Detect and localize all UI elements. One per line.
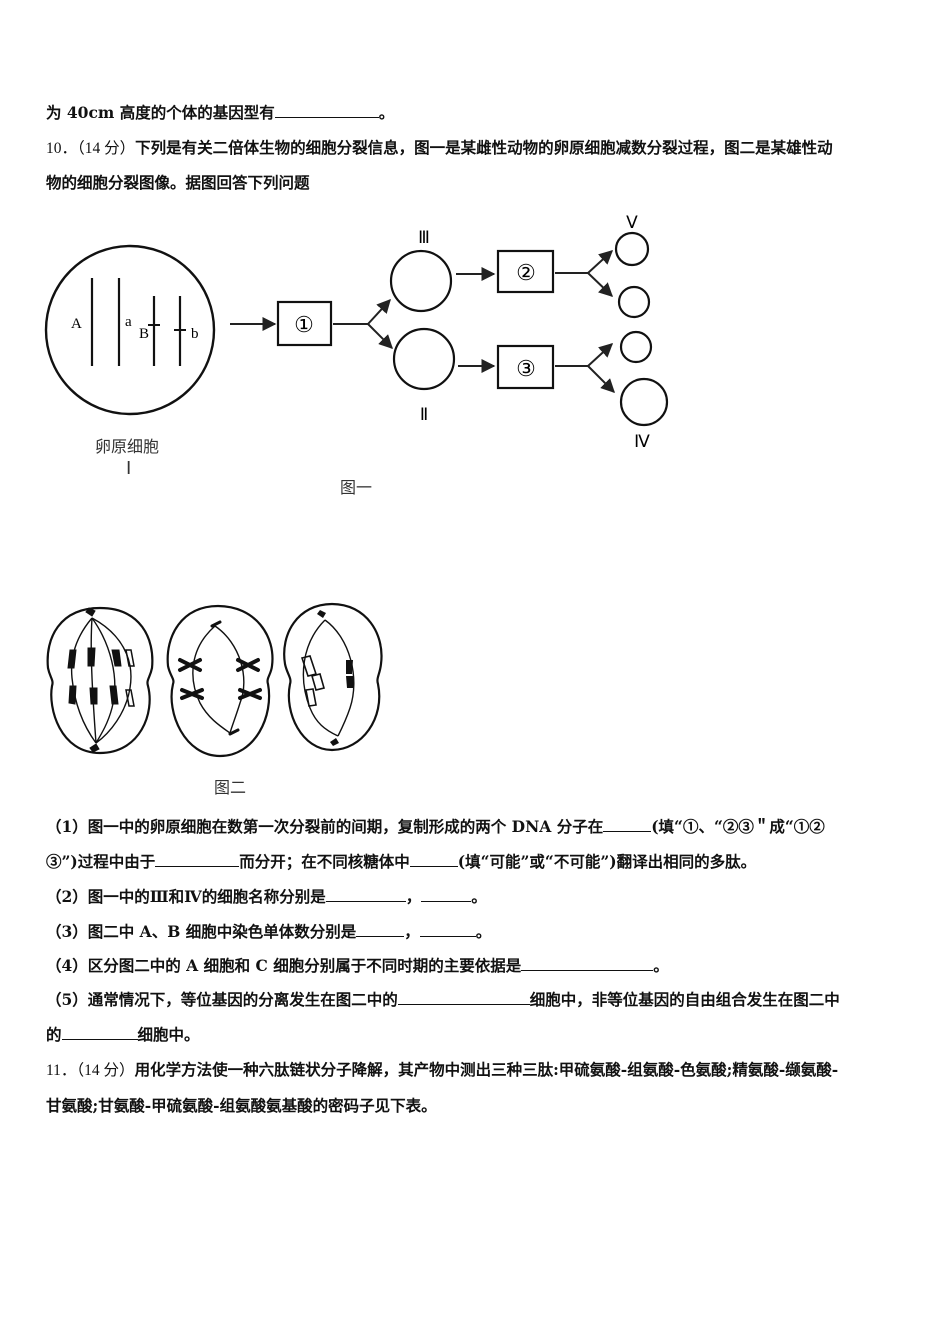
answer-blank[interactable]	[155, 852, 240, 867]
step-1-label: ①	[294, 312, 314, 337]
oogonium-cell	[44, 244, 216, 416]
gene-b: b	[191, 326, 199, 342]
figure-two-caption: 图二	[214, 778, 247, 797]
sub4-line: （4）区分图二中的 A 细胞和 C 细胞分别属于不同时期的主要依据是 。	[46, 956, 906, 976]
step-3-label: ③	[516, 356, 536, 381]
q11-stem-1: 用化学方法使一种六肽链状分子降解，其产物中测出三种三肽:甲硫氨酸-组氨酸-色氨酸…	[134, 1060, 839, 1079]
sub1-text-a: （1）图一中的卵原细胞在数第一次分裂前的间期，复制形成的两个 DNA 分子在	[46, 817, 604, 836]
cell-C-membrane	[283, 602, 383, 752]
sub3-text-c: 。	[475, 922, 492, 941]
figure-two	[46, 602, 383, 758]
label-II: Ⅱ	[420, 405, 428, 424]
q9-tail-line: 为 40cm 高度的个体的基因型有 。	[46, 103, 906, 123]
sub4-text-a: （4）区分图二中的 A 细胞和 C 细胞分别属于不同时期的主要依据是	[46, 956, 522, 975]
answer-blank[interactable]	[61, 1025, 138, 1040]
chromosome-A1	[67, 649, 77, 669]
sub2-text-a: （2）图一中的Ⅲ和Ⅳ的细胞名称分别是	[46, 887, 326, 906]
step-2-label: ②	[516, 260, 536, 285]
sub5-text-d: 细胞中。	[137, 1025, 200, 1044]
sub2-text-c: 。	[471, 887, 487, 906]
gene-B: B	[139, 326, 149, 342]
q11-line1: 11．（14 分）用化学方法使一种六肽链状分子降解，其产物中测出三种三肽:甲硫氨…	[46, 1060, 906, 1081]
sub1-text-e: (填“可能”或“不可能”)翻译出相同的多肽。	[457, 852, 757, 871]
sub5-text-b: 细胞中，非等位基因的自由组合发生在图二中	[529, 990, 840, 1009]
answer-blank[interactable]	[521, 956, 654, 971]
sub2-text-b: ，	[405, 887, 422, 906]
q11-line2: 甘氨酸;甘氨酸-甲硫氨酸-组氨酸氨基酸的密码子见下表。	[46, 1096, 437, 1115]
q9-tail-end: 。	[378, 103, 395, 122]
sub3-text-b: ，	[404, 922, 420, 941]
cell-IV	[619, 377, 669, 427]
q10-line1: 10．（14 分）下列是有关二倍体生物的细胞分裂信息，图一是某雌性动物的卵原细胞…	[46, 138, 906, 159]
answer-blank[interactable]	[603, 817, 652, 832]
sub3-line: （3）图二中 A、B 细胞中染色单体数分别是 ， 。	[46, 922, 906, 942]
polar-body-1	[617, 285, 651, 319]
sub1-text-c: ③”)过程中由于	[46, 852, 156, 871]
cell-A-membrane	[46, 606, 154, 755]
step-2-box	[496, 249, 555, 294]
label-III: Ⅲ	[418, 228, 430, 247]
sub1-text-b: (填“①、“②③＂成“①②	[651, 817, 825, 836]
cell-V	[614, 231, 650, 267]
q10-line2: 物的细胞分裂图像。据图回答下列问题	[46, 173, 310, 192]
polar-body-2	[619, 330, 653, 364]
q10-number: 10．（14 分）	[46, 140, 136, 157]
gene-a: a	[125, 314, 132, 330]
cell-II	[392, 327, 456, 391]
sub1-text-d: 而分开；在不同核糖体中	[239, 852, 410, 871]
sub2-line: （2）图一中的Ⅲ和Ⅳ的细胞名称分别是 ， 。	[46, 887, 906, 907]
answer-blank[interactable]	[274, 103, 379, 118]
step-3-box	[496, 344, 555, 390]
sub5-text-a: （5）通常情况下，等位基因的分离发生在图二中的	[46, 990, 398, 1009]
label-V: Ⅴ	[626, 213, 638, 232]
chromosome-C1	[300, 655, 318, 677]
answer-blank[interactable]	[397, 990, 530, 1005]
oogonium-roman: Ⅰ	[126, 458, 132, 478]
step-1-box	[276, 300, 333, 347]
gene-A: A	[71, 316, 82, 332]
sub1-line2: ③”)过程中由于 而分开；在不同核糖体中 (填“可能”或“不可能”)翻译出相同的多肽…	[46, 852, 906, 872]
q10-stem-1: 下列是有关二倍体生物的细胞分裂信息，图一是某雌性动物的卵原细胞减数分裂过程，图二…	[135, 138, 833, 157]
cell-III	[389, 249, 453, 313]
sub5-line1: （5）通常情况下，等位基因的分离发生在图二中的 细胞中，非等位基因的自由组合发生在…	[46, 990, 906, 1010]
sub5-text-c: 的	[46, 1025, 62, 1044]
answer-blank[interactable]	[421, 887, 472, 902]
answer-blank[interactable]	[409, 852, 458, 867]
q11-number: 11．（14 分）	[46, 1062, 135, 1079]
answer-blank[interactable]	[325, 887, 406, 902]
answer-blank[interactable]	[419, 922, 476, 937]
chromosome-B1	[178, 658, 202, 672]
answer-blank[interactable]	[356, 922, 405, 937]
sub5-line2: 的 细胞中。	[46, 1025, 906, 1045]
q9-tail-text: 为 40cm 高度的个体的基因型有	[46, 103, 275, 122]
figure-one: A a B b ① Ⅲ Ⅱ ② ③ Ⅴ Ⅳ	[44, 213, 669, 451]
cell-B-membrane	[166, 604, 274, 758]
sub1-line1: （1）图一中的卵原细胞在数第一次分裂前的间期，复制形成的两个 DNA 分子在 (填…	[46, 817, 906, 837]
sub4-text-b: 。	[653, 956, 669, 975]
label-IV: Ⅳ	[634, 432, 650, 451]
sub3-text-a: （3）图二中 A、B 细胞中染色单体数分别是	[46, 922, 357, 941]
figure-one-caption: 图一	[340, 478, 373, 497]
oogonium-label: 卵原细胞	[95, 437, 160, 456]
